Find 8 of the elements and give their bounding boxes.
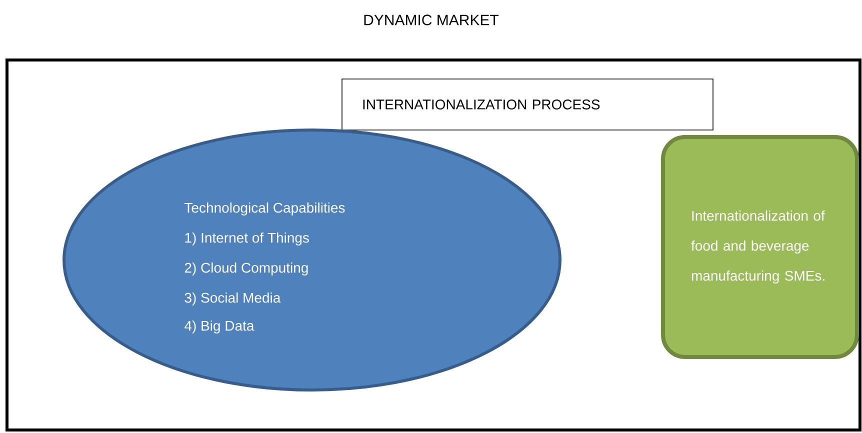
list-heading: Technological Capabilities: [184, 202, 345, 216]
frame-heading: DYNAMIC MARKET: [364, 14, 499, 26]
list-item: 3) Social Media: [184, 292, 281, 306]
outcome-box: Internationalization of food and beverage manufacturing SMEs.: [661, 135, 859, 359]
list-item: 4) Big Data: [184, 320, 254, 334]
list-item: 1) Internet of Things: [185, 232, 309, 246]
list-item: 2) Cloud Computing: [184, 262, 308, 276]
process-box: INTERNATIONALIZATION PROCESS: [342, 78, 714, 130]
